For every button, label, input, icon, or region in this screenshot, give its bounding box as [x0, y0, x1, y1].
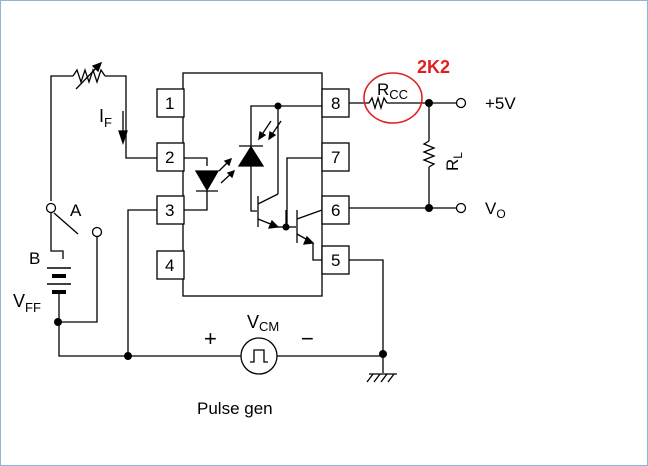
vff-label: VFF [13, 291, 41, 315]
vcm-plus: + [204, 326, 217, 351]
pin-6-label: 6 [331, 201, 340, 220]
pin-4-box [156, 250, 185, 280]
vo-junction-dot [425, 204, 433, 212]
rcc-value-label: 2K2 [417, 57, 450, 77]
ground-icon [366, 373, 397, 383]
ground-junction-dot [379, 350, 387, 358]
internal-transistors [250, 157, 323, 261]
vcm-label: VCM [247, 312, 279, 334]
vcm-minus: − [301, 326, 314, 351]
vff-battery-icon [47, 267, 128, 357]
if-label: IF [99, 106, 112, 130]
pin-4-label: 4 [165, 256, 174, 275]
internal-led [184, 157, 236, 211]
transistor-junction-dot [282, 223, 290, 231]
pulse-generator-icon [240, 337, 278, 375]
rl-resistor [349, 103, 467, 214]
pin3-junction-dot [124, 352, 132, 360]
common-mode-wire [127, 209, 384, 373]
vo-label: VO [485, 199, 506, 221]
internal-photodiode [237, 105, 322, 194]
vff-junction-dot [54, 318, 62, 326]
pin-1-box [156, 88, 185, 118]
pulse-gen-label: Pulse gen [197, 399, 273, 418]
pin-3-label: 3 [165, 201, 174, 220]
pin-2-label: 2 [165, 148, 174, 167]
rl-label: RL [443, 152, 465, 171]
pin-5-label: 5 [331, 251, 340, 270]
pin-7-label: 7 [331, 148, 340, 167]
switch-a-label: A [70, 201, 82, 220]
rcc-highlight-circle [363, 72, 423, 124]
switch-b-label: B [29, 249, 40, 268]
supply-label: +5V [485, 94, 516, 113]
pin-8-label: 8 [331, 94, 340, 113]
input-resistor [50, 61, 157, 201]
rcc-label: RCC [377, 80, 408, 102]
pin-7-box [321, 142, 350, 172]
photodiode-junction-dot [274, 102, 282, 110]
pin-1-label: 1 [165, 94, 174, 113]
if-arrow-icon [118, 111, 128, 146]
switch-a-b [45, 202, 103, 323]
pin-2-box [156, 142, 185, 172]
